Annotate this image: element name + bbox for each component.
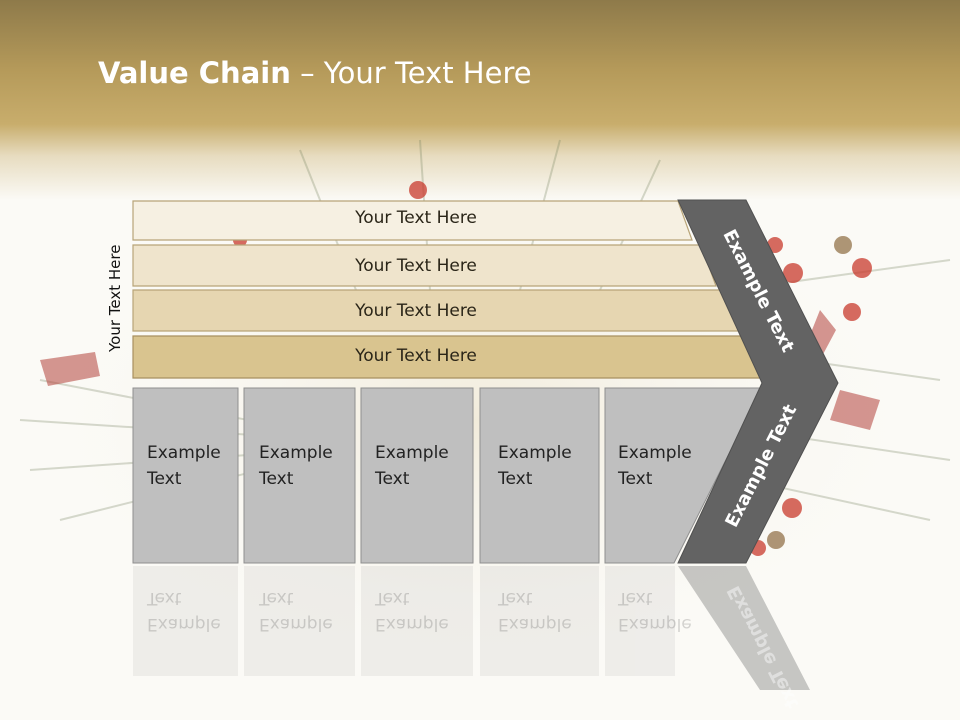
box-text-reflection-3: Example Text	[375, 585, 449, 637]
refl-3-line2: Text	[375, 588, 410, 608]
refl-1-line2: Text	[147, 588, 182, 608]
layer-label-2: Your Text Here	[355, 256, 477, 276]
refl-4-line1: Example	[498, 614, 572, 634]
refl-5-line2: Text	[618, 588, 653, 608]
box-4-line2: Text	[498, 469, 533, 489]
slide-title: Value Chain – Your Text Here	[98, 56, 532, 90]
box-shape-2	[243, 387, 356, 564]
box-1-line1: Example	[147, 443, 221, 463]
box-5-line2: Text	[618, 469, 653, 489]
box-4-line1: Example	[498, 443, 572, 463]
layer-label-1: Your Text Here	[355, 208, 477, 228]
box-2-line2: Text	[259, 469, 294, 489]
chevron-arrow	[677, 199, 839, 564]
refl-2-line2: Text	[259, 588, 294, 608]
layer-shape-2	[132, 244, 717, 287]
chevron-reflection	[678, 566, 810, 690]
box-shape-3	[360, 387, 474, 564]
layer-label-3: Your Text Here	[355, 301, 477, 321]
box-3-line1: Example	[375, 443, 449, 463]
box-text-reflection-2: Example Text	[259, 585, 333, 637]
box-2-line1: Example	[259, 443, 333, 463]
box-5-line1: Example	[618, 443, 692, 463]
side-label: Your Text Here	[106, 244, 124, 352]
refl-3-line1: Example	[375, 614, 449, 634]
refl-5-line1: Example	[618, 614, 692, 634]
header-band	[0, 0, 960, 200]
box-text-reflection-1: Example Text	[147, 585, 221, 637]
layer-shape-1	[132, 200, 693, 241]
box-1-line2: Text	[147, 469, 182, 489]
refl-1-line1: Example	[147, 614, 221, 634]
box-text-reflection-5: Example Text	[618, 585, 692, 637]
box-shape-4	[479, 387, 600, 564]
box-shape-1	[132, 387, 239, 564]
title-bold: Value Chain	[98, 56, 291, 90]
layer-label-4: Your Text Here	[355, 346, 477, 366]
title-rest: – Your Text Here	[290, 56, 532, 90]
box-shape-5	[604, 387, 763, 564]
refl-2-line1: Example	[259, 614, 333, 634]
box-reflections	[133, 566, 675, 676]
box-3-line2: Text	[375, 469, 410, 489]
box-text-reflection-4: Example Text	[498, 585, 572, 637]
refl-4-line2: Text	[498, 588, 533, 608]
